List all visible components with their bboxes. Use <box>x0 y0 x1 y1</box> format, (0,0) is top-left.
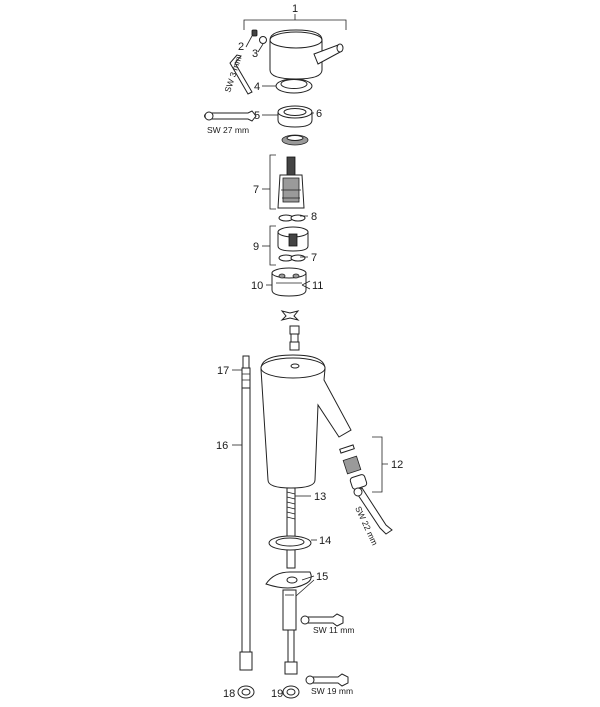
wrench-sw19 <box>305 673 349 687</box>
faucet-body <box>260 354 352 489</box>
label-part-6: 6 <box>316 108 322 120</box>
bracket-part-12 <box>372 436 388 493</box>
label-part-1: 1 <box>292 3 298 15</box>
clamping-nut <box>277 105 313 146</box>
mounting-washer <box>268 535 312 551</box>
cover-ring <box>275 78 313 94</box>
label-part-15: 15 <box>316 571 328 583</box>
screw-cap <box>259 36 267 44</box>
spindle-connector <box>289 325 300 351</box>
tool-label-sw19: SW 19 mm <box>311 686 353 696</box>
tool-label-sw27: SW 27 mm <box>207 125 249 135</box>
label-part-2: 2 <box>238 41 244 53</box>
wrench-sw27 <box>204 110 257 122</box>
fixing-nut <box>282 589 297 631</box>
label-part-13: 13 <box>314 491 326 503</box>
threaded-rod <box>286 487 296 569</box>
label-part-9: 9 <box>253 241 259 253</box>
wrench-sw11 <box>300 613 344 627</box>
leader-lines <box>232 35 317 597</box>
label-part-12: 12 <box>391 459 403 471</box>
label-part-17: 17 <box>217 365 229 377</box>
bracket-part-1 <box>243 14 347 30</box>
label-part-5: 5 <box>254 110 260 122</box>
label-part-16: 16 <box>216 440 228 452</box>
label-part-4: 4 <box>254 81 260 93</box>
label-part-11: 11 <box>312 280 323 292</box>
fixing-plate <box>265 571 312 589</box>
grub-screw <box>251 29 258 37</box>
label-part-10: 10 <box>251 280 263 292</box>
handle-lever <box>269 29 344 80</box>
label-part-7a: 7 <box>253 184 259 196</box>
flex-hose-right <box>284 629 298 675</box>
wrench-sw22 <box>353 487 393 535</box>
flex-hose-left <box>239 355 253 671</box>
seal-18 <box>237 685 255 699</box>
bracket-part-7 <box>269 154 276 210</box>
hex-key-sw3 <box>229 54 253 95</box>
mixing-insert <box>277 226 309 252</box>
label-part-19: 19 <box>271 688 283 700</box>
label-part-8: 8 <box>311 211 317 223</box>
bracket-part-9 <box>269 225 276 266</box>
valve-base <box>271 267 307 297</box>
label-part-18: 18 <box>223 688 235 700</box>
cartridge <box>277 156 305 209</box>
retaining-clip <box>280 310 300 321</box>
base-seal <box>278 254 306 262</box>
label-part-7b: 7 <box>311 252 317 264</box>
aerator <box>339 444 368 490</box>
tool-label-sw11: SW 11 mm <box>313 625 354 635</box>
label-part-3: 3 <box>252 48 258 60</box>
label-part-14: 14 <box>319 535 331 547</box>
seal-19 <box>282 685 300 699</box>
cartridge-seal <box>278 214 306 222</box>
